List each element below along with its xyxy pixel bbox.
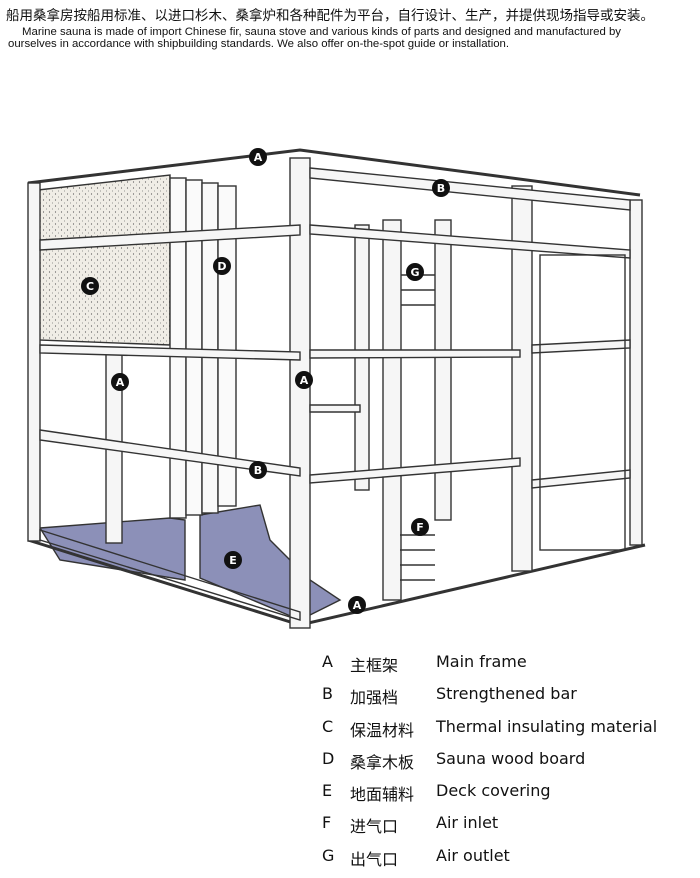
svg-text:A: A (254, 151, 263, 164)
marker-c: C (81, 277, 99, 295)
svg-text:A: A (300, 374, 309, 387)
svg-text:F: F (416, 521, 424, 534)
thermal-insulation (37, 174, 171, 346)
markers: A B C D G A A B E F A (81, 148, 450, 614)
marker-a-left: A (111, 373, 129, 391)
header-english-line1: Marine sauna is made of import Chinese f… (22, 26, 621, 38)
svg-text:C: C (86, 280, 94, 293)
svg-text:G: G (410, 266, 419, 279)
sauna-frame-diagram: A B C D G A A B E F A (27, 148, 646, 629)
svg-text:A: A (116, 376, 125, 389)
marker-d: D (213, 257, 231, 275)
svg-text:D: D (217, 260, 226, 273)
svg-text:B: B (254, 464, 262, 477)
marker-g: G (406, 263, 424, 281)
marker-b-mid: B (249, 461, 267, 479)
marker-a-bottom: A (348, 596, 366, 614)
marker-f: F (411, 518, 429, 536)
air-inlet-slats (400, 534, 435, 581)
marker-a-top: A (249, 148, 267, 166)
marker-e: E (224, 551, 242, 569)
svg-text:A: A (353, 599, 362, 612)
header-chinese: 船用桑拿房按船用标准、以进口杉木、桑拿炉和各种配件为平台，自行设计、生产，并提供… (6, 8, 654, 24)
header-english-line2: ourselves in accordance with shipbuildin… (8, 38, 510, 50)
marker-b-top: B (432, 179, 450, 197)
svg-text:E: E (229, 554, 237, 567)
svg-text:B: B (437, 182, 445, 195)
marker-a-front: A (295, 371, 313, 389)
header-english: Marine sauna is made of import Chinese f… (8, 26, 688, 50)
